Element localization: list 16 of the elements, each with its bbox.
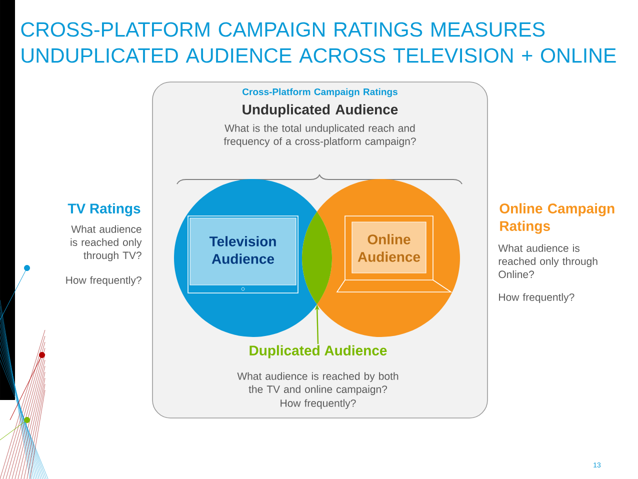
- question-text: What audience is reached only through Online?: [498, 244, 598, 278]
- overlap-lens: [302, 212, 332, 304]
- question-text: What audience is reached only through TV?: [70, 225, 142, 262]
- section-heading: Online Campaign Ratings: [500, 203, 614, 234]
- section-heading: Duplicated Audience: [250, 345, 387, 358]
- section-heading: TV Ratings: [68, 203, 140, 216]
- circle-label: Television Audience: [209, 236, 276, 264]
- question-text: How frequently?: [66, 276, 142, 286]
- panel-subtitle: Cross-Platform Campaign Ratings: [242, 88, 398, 98]
- question-text: How frequently?: [280, 399, 356, 409]
- question-text: How frequently?: [499, 293, 574, 303]
- question-text: What is the total unduplicated reach and frequency of a cross-platform campaign?: [224, 124, 416, 148]
- circle-label: Online Audience: [358, 234, 420, 262]
- question-text: What audience is reached by both the TV and online campaign?: [237, 372, 398, 396]
- panel-heading: Unduplicated Audience: [242, 104, 398, 118]
- slide-title: CROSS-PLATFORM CAMPAIGN RATINGS MEASURES UNDUPLICATED AUDIENCE ACROSS TELEVISION + ONLINE: [21, 22, 616, 63]
